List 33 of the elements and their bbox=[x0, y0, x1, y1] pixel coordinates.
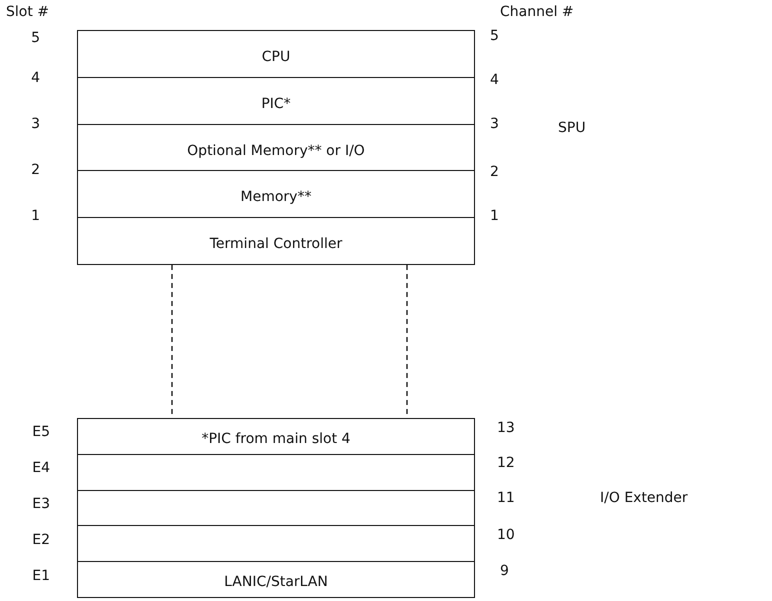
card-slot: LANIC/StarLAN bbox=[78, 560, 474, 596]
card-cage bbox=[77, 418, 475, 598]
slot-number: E1 bbox=[32, 568, 50, 584]
slot-number: 2 bbox=[31, 162, 40, 178]
channel-number: 2 bbox=[490, 164, 499, 180]
card-slot: Optional Memory** or I/O bbox=[78, 124, 474, 170]
slot-number: 3 bbox=[31, 116, 40, 132]
channel-number: 10 bbox=[497, 527, 515, 543]
column-heading: Slot # bbox=[6, 4, 50, 20]
channel-number: 5 bbox=[490, 28, 499, 44]
slot-number: 5 bbox=[31, 30, 40, 46]
column-heading: Channel # bbox=[500, 4, 574, 20]
card-slot: Terminal Controller bbox=[78, 216, 474, 263]
channel-number: 1 bbox=[490, 208, 499, 224]
card-slot: CPU bbox=[78, 31, 474, 78]
unit-label: I/O Extender bbox=[600, 490, 688, 506]
channel-number: 13 bbox=[497, 420, 515, 436]
card-cage bbox=[77, 30, 475, 265]
slot-number: E4 bbox=[32, 460, 50, 476]
channel-number: 11 bbox=[497, 490, 515, 506]
card-slot: PIC* bbox=[78, 77, 474, 124]
slot-number: 4 bbox=[31, 70, 40, 86]
slot-number: E5 bbox=[32, 424, 50, 440]
card-slot: *PIC from main slot 4 bbox=[78, 419, 474, 454]
channel-number: 12 bbox=[497, 455, 515, 471]
channel-number: 3 bbox=[490, 116, 499, 132]
channel-number: 4 bbox=[490, 72, 499, 88]
unit-label: SPU bbox=[558, 120, 586, 136]
slot-number: E3 bbox=[32, 496, 50, 512]
slot-number: E2 bbox=[32, 532, 50, 548]
channel-number: 9 bbox=[500, 563, 509, 579]
slot-number: 1 bbox=[31, 208, 40, 224]
card-slot: Memory** bbox=[78, 170, 474, 217]
